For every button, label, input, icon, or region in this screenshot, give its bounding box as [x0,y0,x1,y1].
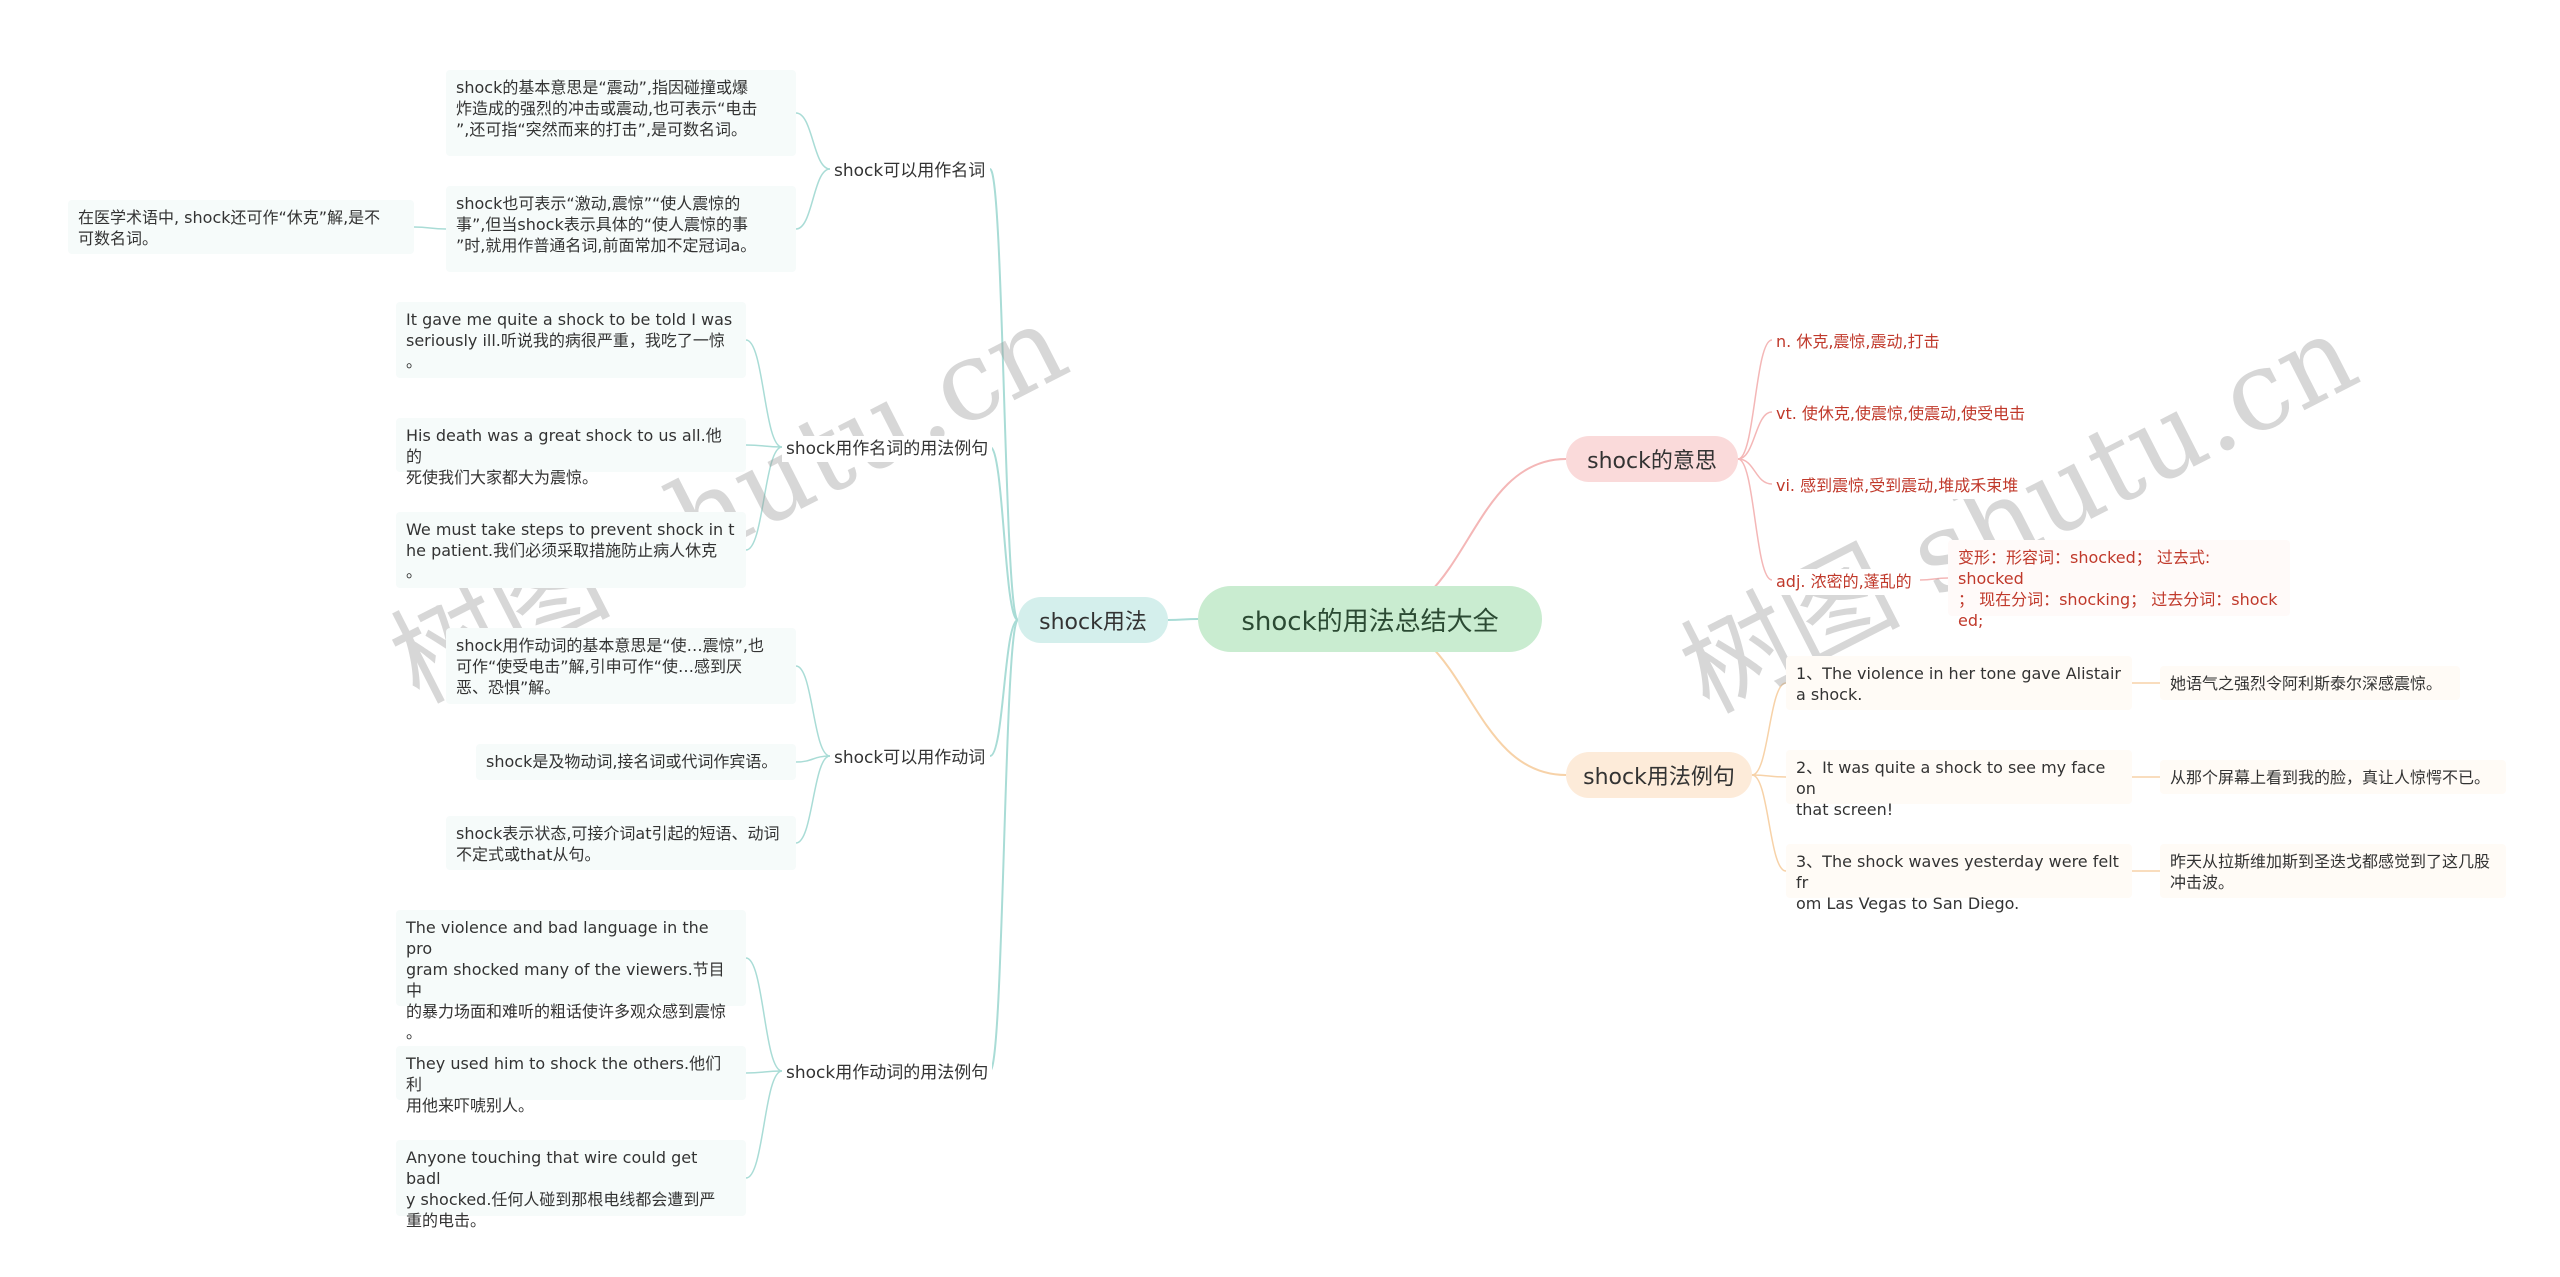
leaf-noun-example-3[interactable]: We must take steps to prevent shock in t… [396,512,746,588]
link-verbex-3 [745,1070,783,1179]
leaf-verb-example-3[interactable]: Anyone touching that wire could get badl… [396,1140,746,1230]
link-root-usage [1167,618,1199,621]
example-1-zh[interactable]: 她语气之强烈令阿利斯泰尔深感震惊。 [2160,666,2460,700]
link-noun-leaf2 [795,168,831,230]
link-example-2 [1751,774,1787,778]
link-nounex-2 [745,444,783,448]
leaf-verb-transitive[interactable]: shock是及物动词,接名词或代词作宾语。 [476,744,796,780]
subtopic-noun-examples[interactable]: shock用作名词的用法例句 [782,436,993,462]
meaning-word-forms[interactable]: 变形：形容词：shocked； 过去式: shocked ； 现在分词：shoc… [1948,540,2290,630]
link-meaning-vt [1737,411,1773,460]
link-meaning-vi [1737,458,1773,485]
link-nounex-1 [745,339,783,448]
link-nounex-3 [745,446,783,551]
topic-shock-meaning[interactable]: shock的意思 [1566,436,1738,482]
link-example-1 [1751,682,1787,776]
link-verb-2 [795,755,831,763]
leaf-noun-example-1[interactable]: It gave me quite a shock to be told I wa… [396,302,746,378]
link-usage-verb [989,619,1019,757]
example-2-en[interactable]: 2、It was quite a shock to see my face on… [1786,750,2132,819]
link-meaning-n [1737,339,1773,460]
topic-shock-examples[interactable]: shock用法例句 [1566,752,1752,798]
leaf-verb-state[interactable]: shock表示状态,可接介词at引起的短语、动词 不定式或that从句。 [446,816,796,870]
link-meaning-adj [1737,458,1773,581]
example-3-zh[interactable]: 昨天从拉斯维加斯到圣迭戈都感觉到了这几股 冲击波。 [2160,844,2506,898]
link-verb-3 [795,755,831,844]
subtopic-noun[interactable]: shock可以用作名词 [830,158,990,184]
link-verb-1 [795,665,831,757]
leaf-verb-example-1[interactable]: The violence and bad language in the pro… [396,910,746,1042]
leaf-verb-basic[interactable]: shock用作动词的基本意思是“使…震惊”,也 可作“使受电击”解,引申可作“使… [446,628,796,704]
link-usage-noun-ex [989,446,1019,621]
meaning-noun[interactable]: n. 休克,震惊,震动,打击 [1772,329,1944,355]
example-2-zh[interactable]: 从那个屏幕上看到我的脸，真让人惊愕不已。 [2160,760,2506,794]
link-meaning-forms [1919,577,1949,581]
link-verbex-2 [745,1070,783,1074]
meaning-adj[interactable]: adj. 浓密的,蓬乱的 [1772,569,1916,595]
leaf-verb-example-2[interactable]: They used him to shock the others.他们利 用他… [396,1046,746,1115]
link-noun-medical [413,226,447,230]
topic-shock-usage[interactable]: shock用法 [1018,597,1168,643]
root-topic[interactable]: shock的用法总结大全 [1198,586,1542,652]
subtopic-verb[interactable]: shock可以用作动词 [830,745,990,771]
link-usage-verb-ex [989,619,1019,1072]
example-3-en[interactable]: 3、The shock waves yesterday were felt fr… [1786,844,2132,913]
link-noun-leaf1 [795,112,831,170]
link-example-3 [1751,774,1787,872]
link-verbex-1 [745,957,783,1072]
leaf-noun-basic[interactable]: shock的基本意思是“震动”,指因碰撞或爆 炸造成的强烈的冲击或震动,也可表示… [446,70,796,156]
meaning-vi[interactable]: vi. 感到震惊,受到震动,堆成禾束堆 [1772,473,2023,499]
leaf-noun-medical[interactable]: 在医学术语中, shock还可作“休克”解,是不 可数名词。 [68,200,414,254]
leaf-noun-example-2[interactable]: His death was a great shock to us all.他的… [396,418,746,487]
meaning-vt[interactable]: vt. 使休克,使震惊,使震动,使受电击 [1772,401,2030,427]
subtopic-verb-examples[interactable]: shock用作动词的用法例句 [782,1060,993,1086]
link-usage-noun [989,168,1019,621]
example-1-en[interactable]: 1、The violence in her tone gave Alistair… [1786,656,2132,710]
leaf-noun-emotion[interactable]: shock也可表示“激动,震惊”“使人震惊的 事”,但当shock表示具体的“使… [446,186,796,272]
